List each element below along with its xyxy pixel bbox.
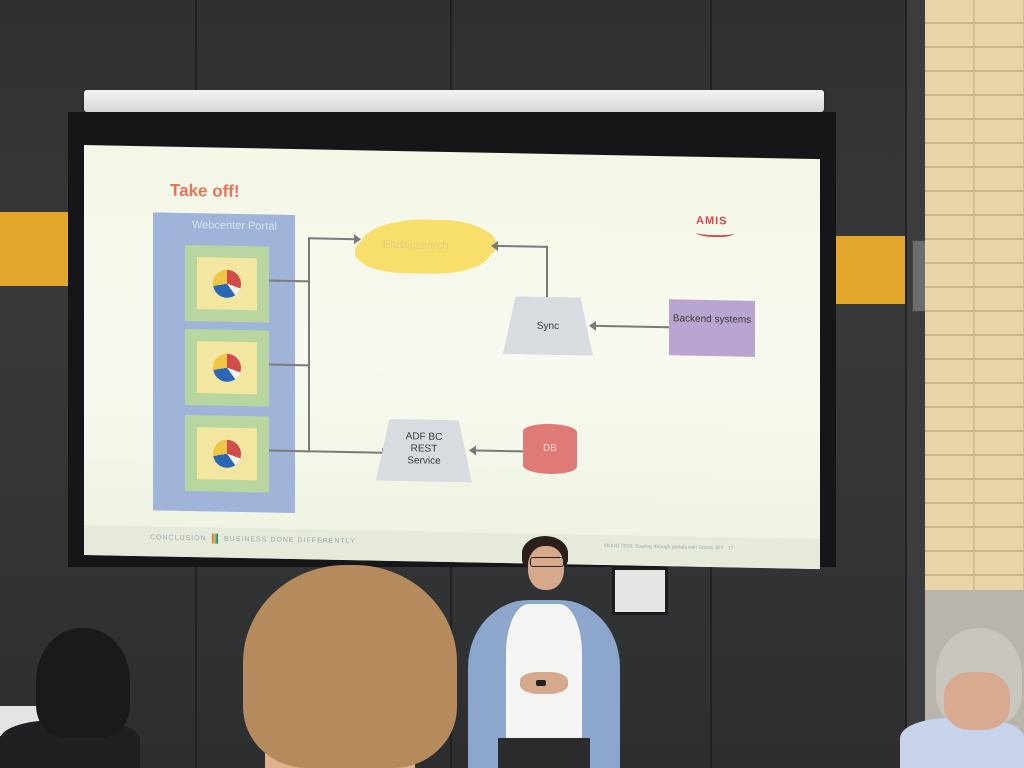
slide-title: Take off! <box>170 180 240 201</box>
connector-line <box>308 237 356 241</box>
connector-line <box>308 237 310 453</box>
arrow-left-icon <box>469 445 476 456</box>
adf-rest-service-box: ADF BC REST Service <box>376 419 472 483</box>
presenter-skirt <box>498 738 590 768</box>
sync-label: Sync <box>536 320 560 333</box>
elasticsearch-label: Elasticsearch <box>383 238 449 252</box>
presentation-clicker-icon <box>536 680 546 686</box>
audience-member-left-head <box>36 628 130 738</box>
projected-slide: Take off! AMIS Webcenter Portal <box>84 145 820 570</box>
backend-label: Backend systems <box>672 313 752 326</box>
portlet <box>185 244 269 323</box>
connector-line <box>476 449 523 453</box>
backend-systems-box: Backend systems <box>669 299 755 357</box>
pie-chart-icon <box>213 353 241 383</box>
portlet-inner <box>197 257 257 311</box>
footer-page-info: MOUG 2018: Soaring through portals with … <box>604 542 734 552</box>
audience-member-right-face <box>944 672 1010 730</box>
connector-line <box>308 450 384 454</box>
portlet-inner <box>197 427 257 481</box>
elasticsearch-cloud: Elasticsearch <box>359 220 491 275</box>
amis-logo: AMIS <box>696 214 728 228</box>
arrow-left-icon <box>491 240 498 251</box>
database-cylinder: DB <box>523 423 577 475</box>
audience-member-front-head <box>243 565 457 768</box>
projector-screen-rod <box>84 90 824 112</box>
connector-line <box>498 244 548 248</box>
sync-box: Sync <box>503 296 593 356</box>
pie-chart-icon <box>213 269 241 299</box>
pie-chart-icon <box>213 439 241 469</box>
connector-line <box>596 324 669 329</box>
wall-sign <box>612 567 668 615</box>
db-label: DB <box>543 442 557 455</box>
arrow-left-icon <box>589 320 596 331</box>
footer-tagline: BUSINESS DONE DIFFERENTLY <box>224 535 356 546</box>
portlet-inner <box>197 341 257 395</box>
footer-section: CONCLUSION <box>150 534 207 543</box>
logo-swoosh-icon <box>696 228 734 238</box>
adf-label: ADF BC REST Service <box>405 431 443 467</box>
portal-label: Webcenter Portal <box>192 219 277 233</box>
glasses-icon <box>530 557 564 567</box>
portlet <box>185 328 269 407</box>
connector-line <box>546 245 548 300</box>
brick-wall <box>925 0 1024 590</box>
rainbow-mark-icon <box>212 533 218 544</box>
presenter-face <box>528 546 564 590</box>
portlet <box>185 414 269 493</box>
